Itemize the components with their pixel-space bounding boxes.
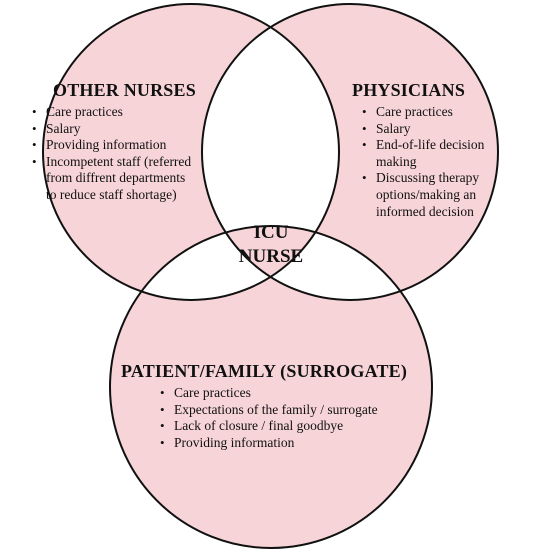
list-item: Care practices [32, 104, 196, 121]
list-item: Incompetent staff (referred from diffren… [32, 154, 196, 204]
list-item: End-of-life decision making [362, 137, 516, 170]
list-item: Care practices [362, 104, 516, 121]
list-item: Expectations of the family / surrogate [160, 402, 444, 419]
list-item: Lack of closure / final goodbye [160, 418, 444, 435]
patient-family-list: Care practices Expectations of the famil… [158, 385, 444, 451]
list-item: Providing information [32, 137, 196, 154]
center-label-line1: ICU [253, 222, 289, 243]
other-nurses-title: OTHER NURSES [53, 80, 196, 100]
physicians-list: Care practices Salary End-of-life decisi… [360, 104, 516, 220]
other-nurses-outline [42, 3, 340, 301]
list-item: Care practices [160, 385, 444, 402]
list-item: Salary [362, 121, 516, 138]
patient-family-title: PATIENT/FAMILY (SURROGATE) [121, 361, 408, 381]
list-item: Salary [32, 121, 196, 138]
center-label: ICU NURSE [231, 221, 311, 269]
physicians-title: PHYSICIANS [352, 80, 466, 100]
center-label-line2: NURSE [238, 246, 304, 267]
list-item: Providing information [160, 435, 444, 452]
list-item: Discussing therapy options/making an inf… [362, 170, 516, 220]
other-nurses-list: Care practices Salary Providing informat… [30, 104, 196, 204]
